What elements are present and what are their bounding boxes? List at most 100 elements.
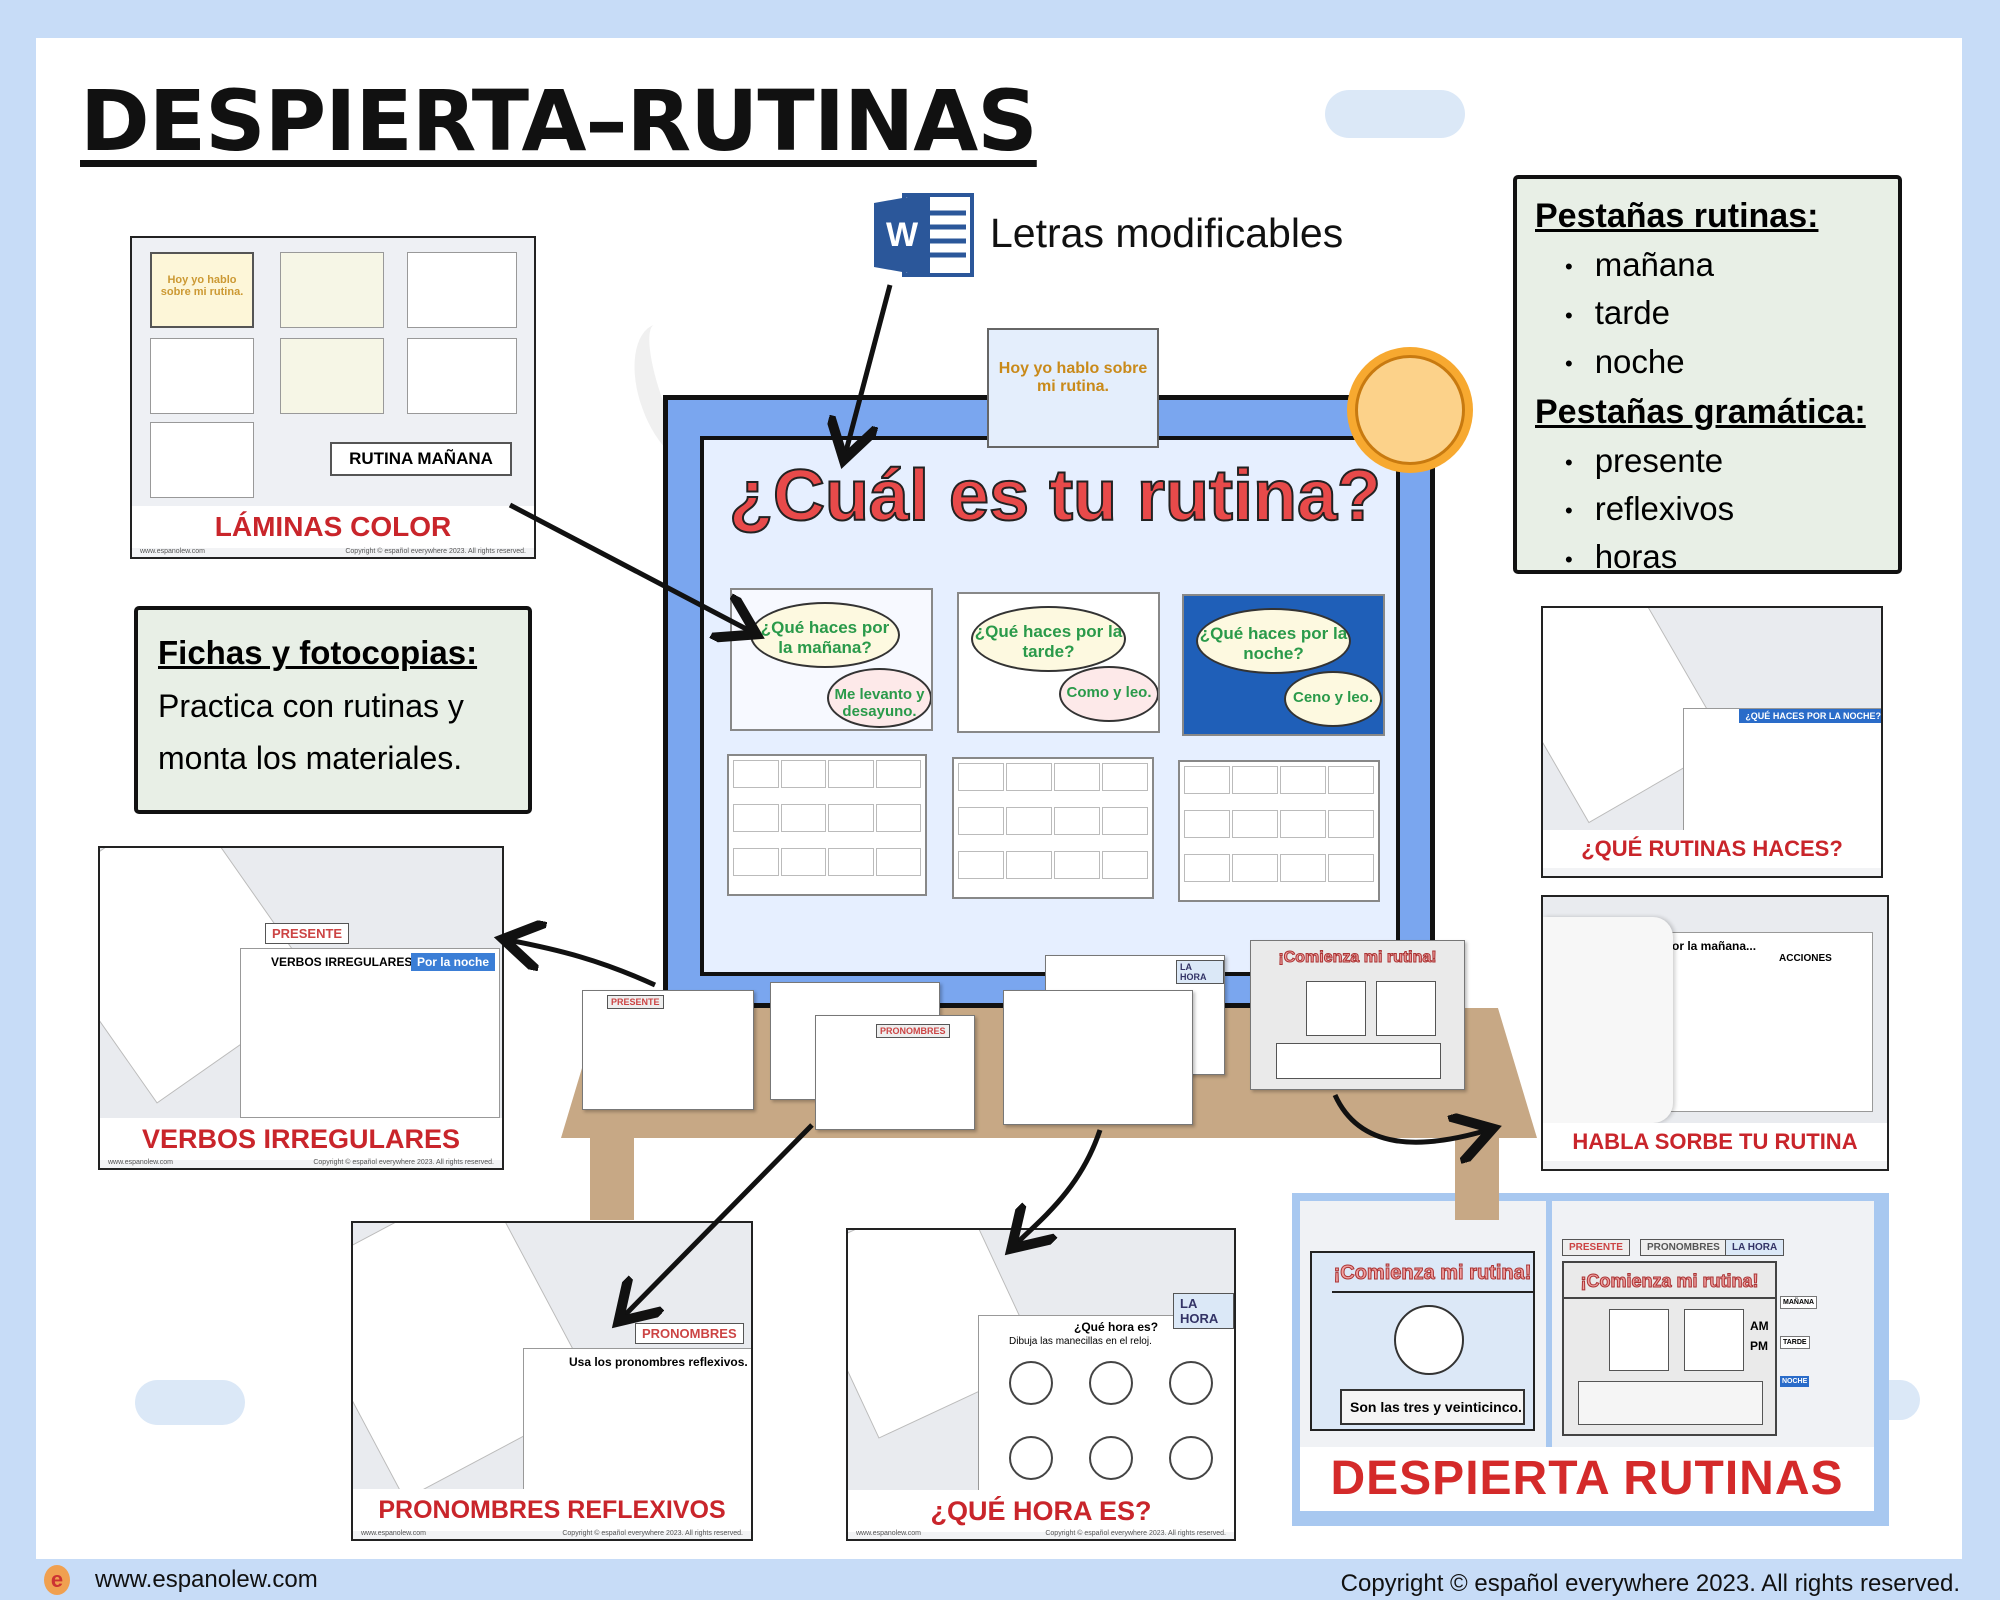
sentence-box (1578, 1381, 1763, 1425)
clock-icon (1009, 1436, 1053, 1480)
card-caption: LÁMINAS COLOR (132, 506, 534, 548)
clock-page: ¡Comienza mi rutina! Son las tres y vein… (1310, 1251, 1535, 1431)
presente-tab: PRESENTE (607, 995, 664, 1009)
scene-card-manana: ¿Qué haces por la mañana? Me levanto y d… (730, 588, 933, 731)
svg-text:W: W (886, 216, 919, 254)
card-url: www.espanolew.com (108, 1159, 173, 1166)
por-la-noche-badge: Por la noche (410, 953, 495, 971)
tabs-info-box: Pestañas rutinas: mañana tarde noche Pes… (1513, 175, 1902, 575)
la-hora-tab: LA HORA (1725, 1239, 1785, 1256)
card-url: www.espanolew.com (856, 1530, 921, 1537)
despierta-rutinas-card: ¡Comienza mi rutina! Son las tres y vein… (1292, 1193, 1889, 1526)
routine-grid-card (727, 754, 927, 896)
noche-badge: ¿QUÉ HACES POR LA NOCHE? (1739, 709, 1881, 723)
fichas-info-box: Fichas y fotocopias: Practica con rutina… (134, 606, 532, 814)
hour-box (1306, 981, 1366, 1036)
thumb (150, 422, 254, 498)
la-hora-tab: LA HORA (1176, 960, 1224, 984)
card-copyright: Copyright © español everywhere 2023. All… (1045, 1530, 1226, 1537)
clock-sheet: ¿Qué hora es? Dibuja las manecillas en e… (978, 1315, 1234, 1495)
rutinas-heading: Pestañas rutinas: (1535, 197, 1819, 235)
habla-sobre-tu-rutina-card: Por la mañana... ACCIONES HABLA SORBE TU… (1541, 895, 1889, 1171)
booklet: ¡Comienza mi rutina! (1250, 940, 1465, 1090)
comienza-banner: ¡Comienza mi rutina! (1332, 1253, 1533, 1293)
tarde-tab: TARDE (1780, 1336, 1810, 1349)
verbs-sheet: VERBOS IRREGULARES Por la noche (240, 948, 500, 1118)
presente-tab: PRESENTE (1562, 1239, 1630, 1256)
card-url: www.espanolew.com (140, 548, 205, 555)
presente-tab: PRESENTE (265, 923, 350, 944)
worksheet (1003, 990, 1193, 1125)
routine-sheet: Por la mañana... ACCIONES (1653, 932, 1873, 1112)
thumb (280, 338, 384, 414)
verbos-irregulares-card: VERBOS IRREGULARES Por la noche PRESENTE… (98, 846, 504, 1170)
page-title: DESPIERTA–RUTINAS (80, 72, 1038, 170)
card-url: www.espanolew.com (361, 1530, 426, 1537)
arrow (622, 1123, 814, 1318)
card-photo: ¿Qué hora es? Dibuja las manecillas en e… (848, 1230, 1234, 1495)
card-copyright: Copyright © español everywhere 2023. All… (345, 548, 526, 555)
list-item: mañana (1565, 242, 1898, 290)
thumb (407, 252, 517, 328)
card-photo: Por la mañana... ACCIONES (1543, 897, 1887, 1123)
footer-copyright: Copyright © español everywhere 2023. All… (1340, 1570, 1960, 1597)
arrow (1332, 1093, 1488, 1142)
word-icon: W (874, 191, 976, 278)
pm-label: PM (1750, 1339, 1768, 1353)
list-item: noche (1565, 339, 1898, 387)
que-rutinas-haces-card: ¿QUÉ HACES POR LA NOCHE? ¿QUÉ RUTINAS HA… (1541, 606, 1883, 878)
card-copyright: Copyright © español everywhere 2023. All… (313, 1159, 494, 1166)
thumb (150, 338, 254, 414)
rutinas-sheet: ¿QUÉ HACES POR LA NOCHE? (1683, 708, 1881, 833)
divider (1546, 1201, 1552, 1447)
footer-url-link[interactable]: www.espanolew.com (95, 1566, 318, 1593)
clock-icon (1394, 1305, 1464, 1375)
letras-modificables-label: Letras modificables (990, 210, 1344, 256)
arrow (845, 284, 893, 455)
arrow (1015, 1129, 1103, 1245)
booklet-page: ¡Comienza mi rutina! AM PM (1562, 1261, 1777, 1436)
fichas-text: Practica con rutinas y monta los materia… (158, 688, 464, 776)
question-bubble: ¿Qué haces por la mañana? (750, 602, 900, 668)
hoy-yo-hablo-poster: Hoy yo hablo sobre mi rutina. (987, 328, 1159, 448)
sheet-title: VERBOS IRREGULARES (271, 955, 413, 969)
rutina-manana-label: RUTINA MAÑANA (330, 442, 512, 476)
clock-icon (1089, 1436, 1133, 1480)
sheet-title: ¿Qué hora es? (1074, 1320, 1159, 1334)
card-photo: VERBOS IRREGULARES Por la noche PRESENTE (100, 848, 502, 1118)
time-sentence: Son las tres y veinticinco. (1340, 1389, 1525, 1425)
worksheet: PRESENTE (582, 990, 754, 1110)
sheet-heading: Por la mañana... (1664, 939, 1757, 953)
open-booklet (1543, 917, 1673, 1123)
card-photo: Usa los pronombres reflexivos. PRONOMBRE… (353, 1223, 751, 1501)
scene-card-tarde: ¿Qué haces por la tarde? Como y leo. (957, 592, 1160, 733)
list-item: presente (1565, 438, 1898, 486)
minute-box (1376, 981, 1436, 1036)
card-caption: ¿QUÉ RUTINAS HACES? (1543, 830, 1881, 868)
answer-bubble: Ceno y leo. (1284, 671, 1382, 727)
thumb (407, 338, 517, 414)
sheet-title: Usa los pronombres reflexivos. (569, 1355, 748, 1369)
sheet-instruction: Dibuja las manecillas en el reloj. (1009, 1336, 1152, 1347)
espanolew-logo: e (44, 1565, 70, 1595)
clock-icon (1009, 1361, 1053, 1405)
card-caption: HABLA SORBE TU RUTINA (1543, 1123, 1887, 1161)
thumb (280, 252, 384, 328)
gramatica-heading: Pestañas gramática: (1535, 392, 1866, 431)
question-bubble: ¿Qué haces por la tarde? (971, 606, 1126, 672)
card-caption: DESPIERTA RUTINAS (1300, 1447, 1874, 1511)
sun-icon (1355, 355, 1465, 465)
list-item: reflexivos (1565, 486, 1898, 534)
poster-thumb: Hoy yo hablo sobre mi rutina. (150, 252, 254, 328)
arrow (508, 940, 657, 988)
cloud-decoration (135, 1380, 245, 1425)
card-photo: Hoy yo hablo sobre mi rutina. RUTINA MAÑ… (132, 238, 534, 506)
manana-tab: MAÑANA (1780, 1296, 1818, 1309)
sentence-box (1276, 1043, 1441, 1079)
list-item: horas (1565, 534, 1898, 582)
comienza-banner: ¡Comienza mi rutina! (1278, 949, 1437, 967)
list-item: tarde (1565, 290, 1898, 338)
noche-tab: NOCHE (1780, 1376, 1810, 1387)
que-hora-es-card: ¿Qué hora es? Dibuja las manecillas en e… (846, 1228, 1236, 1541)
